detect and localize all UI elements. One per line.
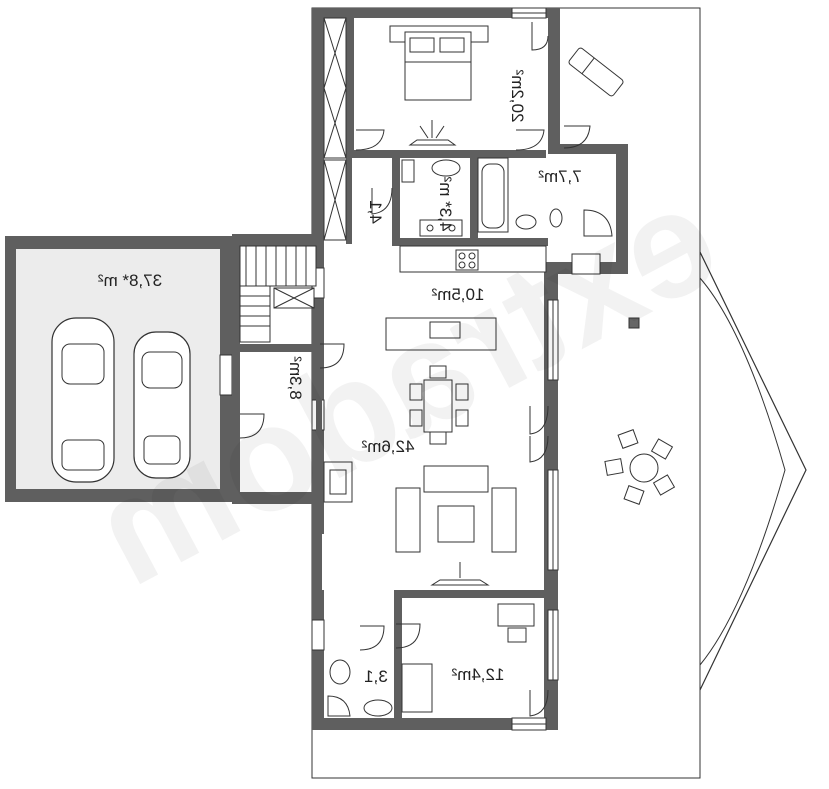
bed [389,25,489,101]
car-right [133,331,191,479]
windows [311,7,559,731]
wc-fixtures [327,659,393,717]
car-left [51,317,115,483]
light-fixture [408,120,490,586]
doors [239,22,591,717]
terrace [311,7,807,779]
room-labels: 37,8* m² 20,2m² 4,1 4,3* m² 7,7m² 10,5m²… [98,69,582,686]
bathroom-area-label: 7,7m² [538,167,582,186]
garage-area-label: 37,8* m² [98,271,163,290]
terrace-table [604,429,676,505]
hall-area-label: 8,3m² [286,356,305,400]
dining-table [409,365,469,445]
sun-lounger [568,47,624,97]
stairs [239,245,317,343]
fireplace [323,461,353,503]
toilet [515,208,563,230]
bedroom-area-label: 20,2m² [508,69,527,122]
ensuite-area-label: 4,3* m² [436,176,455,231]
wardrobe-area-label: 4,1 [366,200,385,224]
bathtub [477,157,509,233]
office-area-label: 12,4m² [451,665,504,684]
kitchen [385,245,601,351]
interior-walls [232,18,550,730]
kitchen-area-label: 10,5m² [431,285,484,304]
office-desk [401,603,535,713]
wc-area-label: 3,1 [364,667,388,686]
sofa-set [395,465,517,553]
shower [583,209,613,237]
living-area-label: 42,6m² [361,437,414,456]
ensuite-fixtures [401,159,463,237]
wardrobe [323,17,347,241]
